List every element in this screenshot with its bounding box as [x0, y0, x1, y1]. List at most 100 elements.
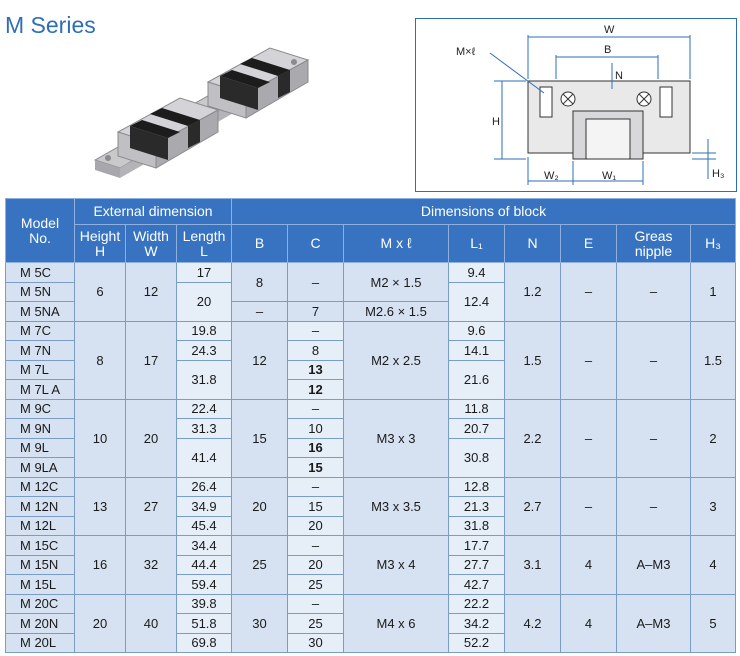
table-row: M 9N 31.3 10 20.7: [5, 418, 736, 439]
cell-c: 25: [287, 574, 344, 595]
cell-n: 2.7: [504, 476, 561, 536]
cell-c: 12: [287, 379, 344, 400]
cell-h3: 2: [690, 398, 736, 478]
cell-nipple: A–M3: [616, 593, 691, 653]
cell-ml: M3 x 3.5: [343, 476, 449, 536]
cell-n: 4.2: [504, 593, 561, 653]
table-row: M 20N 51.8 25 34.2: [5, 613, 736, 634]
cell-length: 24.3: [176, 340, 232, 361]
cell-model: M 20N: [5, 613, 75, 634]
cell-height: 20: [74, 593, 126, 653]
cell-model: M 15C: [5, 535, 75, 556]
table-row: M 5C 6 12 17 8 – M2 × 1.5 9.4 1.2 – – 1: [5, 262, 736, 322]
table-row: M 12N 34.9 15 21.3: [5, 496, 736, 517]
cell-n: 1.5: [504, 320, 561, 400]
cell-length: 22.4: [176, 398, 232, 419]
table-row: M 7L 31.8 13 21.6: [5, 359, 736, 400]
cell-l1: 22.2: [448, 593, 505, 614]
cell-b: 15: [231, 398, 288, 478]
cell-b: –: [231, 301, 288, 322]
table-row: M 15C 16 32 34.4 25 – M3 x 4 17.7 3.1 4 …: [5, 535, 736, 595]
cell-model: M 9C: [5, 398, 75, 419]
cell-length: 34.9: [176, 496, 232, 517]
cell-model: M 5C: [5, 262, 75, 283]
cell-c: 30: [287, 632, 344, 653]
table-row: M 5N 20 12.4: [5, 281, 736, 322]
header-ml: M x ℓ: [343, 224, 449, 263]
table-row: M 5NA – 7 M2.6 × 1.5: [5, 301, 736, 322]
cell-width: 32: [125, 535, 177, 595]
cell-ml: M2 x 2.5: [343, 320, 449, 400]
cell-model: M 12C: [5, 476, 75, 497]
dim-label-ml: M×ℓ: [456, 46, 476, 58]
cell-b: 30: [231, 593, 288, 653]
cell-width: 40: [125, 593, 177, 653]
cell-model: M 15N: [5, 554, 75, 575]
cell-length: 41.4: [176, 437, 232, 478]
cell-c: 7: [287, 301, 344, 322]
cell-model: M 20C: [5, 593, 75, 614]
cell-n: 2.2: [504, 398, 561, 478]
cell-c: –: [287, 398, 344, 419]
dim-label-n: N: [615, 70, 623, 82]
cell-e: –: [560, 398, 617, 478]
table-row: M 9LA 15: [5, 457, 736, 478]
cell-e: 4: [560, 535, 617, 595]
cell-nipple: –: [616, 476, 691, 536]
table-row: M 12C 13 27 26.4 20 – M3 x 3.5 12.8 2.7 …: [5, 476, 736, 536]
header-e: E: [560, 224, 617, 263]
cell-length: 45.4: [176, 515, 232, 536]
cell-b: 12: [231, 320, 288, 400]
cell-l1: 42.7: [448, 574, 505, 595]
cell-l1: 17.7: [448, 535, 505, 556]
cell-e: –: [560, 476, 617, 536]
cell-nipple: –: [616, 262, 691, 322]
cell-model: M 7L A: [5, 379, 75, 400]
cell-length: 17: [176, 262, 232, 283]
dim-label-b: B: [604, 44, 611, 56]
cell-length: 31.8: [176, 359, 232, 400]
cell-c: 20: [287, 515, 344, 536]
cell-h3: 1.5: [690, 320, 736, 400]
table-row: M 9C 10 20 22.4 15 – M3 x 3 11.8 2.2 – –…: [5, 398, 736, 478]
cell-l1: 30.8: [448, 437, 505, 478]
header-b: B: [231, 224, 288, 263]
cell-nipple: A–M3: [616, 535, 691, 595]
cell-model: M 12L: [5, 515, 75, 536]
table-row: M 20L 69.8 30 52.2: [5, 632, 736, 653]
cell-model: M 7C: [5, 320, 75, 341]
dim-label-h: H: [492, 116, 500, 128]
cell-l1: 14.1: [448, 340, 505, 361]
cell-l1: 21.6: [448, 359, 505, 400]
cell-nipple: –: [616, 320, 691, 400]
cell-length: 31.3: [176, 418, 232, 439]
cell-model: M 9L: [5, 437, 75, 458]
cell-width: 17: [125, 320, 177, 400]
cell-c: 16: [287, 437, 344, 458]
cell-l1: 21.3: [448, 496, 505, 517]
cell-length: 59.4: [176, 574, 232, 595]
cell-l1: 12.8: [448, 476, 505, 497]
cell-e: –: [560, 320, 617, 400]
cell-c: –: [287, 320, 344, 341]
table-row: M 7L A 12: [5, 379, 736, 400]
cell-length: 19.8: [176, 320, 232, 341]
cell-model: M 12N: [5, 496, 75, 517]
cell-h3: 3: [690, 476, 736, 536]
table-row: M 7C 8 17 19.8 12 – M2 x 2.5 9.6 1.5 – –…: [5, 320, 736, 400]
header-h3: H₃: [690, 224, 736, 263]
cell-model: M 5N: [5, 281, 75, 302]
cell-h3: 4: [690, 535, 736, 595]
cell-length: 20: [176, 281, 232, 322]
cell-height: 10: [74, 398, 126, 478]
cell-height: 8: [74, 320, 126, 400]
cell-length: 51.8: [176, 613, 232, 634]
cell-ml: M3 x 4: [343, 535, 449, 595]
cell-height: 16: [74, 535, 126, 595]
cell-b: 20: [231, 476, 288, 536]
cell-model: M 15L: [5, 574, 75, 595]
cell-c: –: [287, 476, 344, 497]
cell-height: 13: [74, 476, 126, 536]
